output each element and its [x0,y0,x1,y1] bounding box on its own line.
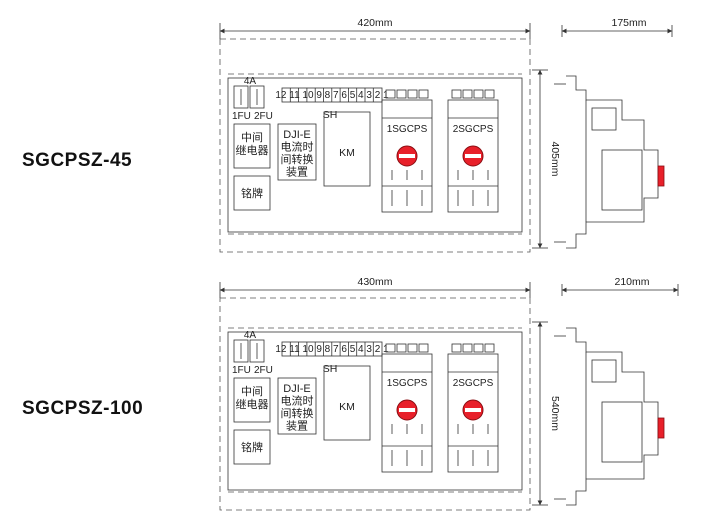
terminal-numbers: 12 11 10 9 8 7 6 5 4 3 2 1 [275,90,389,101]
panel-outline [219,38,531,253]
fuse-2-label: 2FU [254,111,273,122]
terminal-numbers: 12 11 10 9 8 7 6 5 4 3 2 1 [275,344,389,355]
switch-1-label: 1SGCPS [387,124,428,135]
switch-1-terminal [385,343,396,353]
switch-1-body [381,99,433,213]
relay-box [233,123,271,169]
sh-label: SH [323,109,338,121]
switch-2-terminal [451,89,462,99]
switch-1-knob-slot [399,408,415,412]
controller-box [277,377,317,435]
panel-outline [219,297,531,511]
width-dimension-label: 420mm [357,17,392,29]
relay-label: 中间继电器 [236,131,269,157]
switch-1-terminal [407,343,418,353]
fuse-1-label: 1FU [232,111,251,122]
km-box [323,111,371,187]
switch-2-label: 2SGCPS [453,378,494,389]
nameplate-box [233,175,271,211]
height-dimension-label: 405mm [549,141,561,176]
side-view-switch [601,401,643,463]
nameplate-label: 铭牌 [241,440,263,454]
relay-label: 中间继电器 [236,385,269,411]
switch-2-label: 2SGCPS [453,124,494,135]
fuse-rating-label: 4A [244,330,257,341]
switch-1-terminal [407,89,418,99]
switch-2-terminal [484,89,495,99]
side-view-fuse [591,107,617,131]
switch-2-terminal [473,343,484,353]
mounting-plate [227,331,523,491]
switch-2-terminal [462,89,473,99]
fuse-1 [233,339,249,363]
nameplate-box [233,429,271,465]
switch-2-terminal [473,89,484,99]
switch-2-body [447,99,499,213]
switch-2-body [447,353,499,473]
depth-dimension-label: 210mm [614,276,649,288]
switch-1-label: 1SGCPS [387,378,428,389]
side-view-fuse [591,359,617,383]
switch-2-terminal [462,343,473,353]
switch-1-terminal [385,89,396,99]
fuse-rating-label: 4A [244,76,257,87]
fuse-2 [249,339,265,363]
side-view-switch [601,149,643,211]
fuse-2 [249,85,265,109]
depth-dimension-label: 175mm [611,17,646,29]
relay-box [233,377,271,423]
km-box [323,365,371,441]
side-view-red-button [657,165,665,187]
fuse-1 [233,85,249,109]
switch-1-terminal [396,343,407,353]
side-view-outline [566,327,659,506]
switch-2-terminal [484,343,495,353]
controller-box [277,123,317,181]
switch-2-terminal [451,343,462,353]
model-label-2: SGCPSZ-100 [22,398,144,419]
side-view-outline [566,75,659,249]
switch-1-terminal [418,343,429,353]
height-dimension-label: 540mm [549,396,561,431]
fuse-2-label: 2FU [254,365,273,376]
sh-label: SH [323,363,338,375]
mounting-plate [227,77,523,233]
side-view-red-button [657,417,665,439]
km-label: KM [339,401,355,413]
km-label: KM [339,147,355,159]
switch-1-body [381,353,433,473]
fuse-1-label: 1FU [232,365,251,376]
nameplate-label: 铭牌 [241,186,263,200]
switch-2-knob-slot [465,154,481,158]
switch-1-terminal [418,89,429,99]
model-label-1: SGCPSZ-45 [22,150,133,171]
switch-1-terminal [396,89,407,99]
width-dimension-label: 430mm [357,276,392,288]
switch-1-knob-slot [399,154,415,158]
switch-2-knob-slot [465,408,481,412]
